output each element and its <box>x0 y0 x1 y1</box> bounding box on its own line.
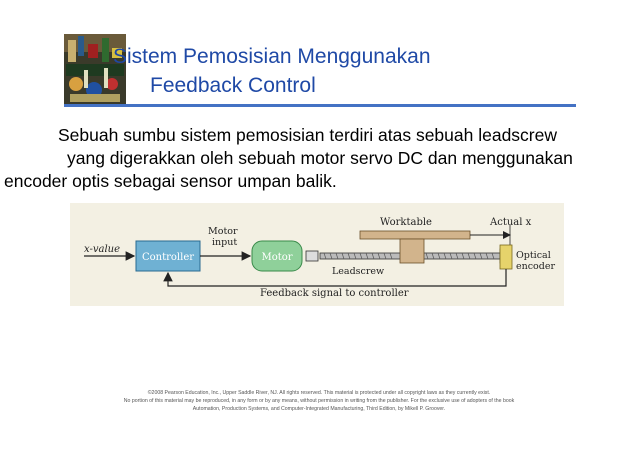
positioning-system-diagram: x-value Controller Motor input Motor <box>70 203 564 306</box>
worktable-plate <box>359 230 471 240</box>
body-line-1: Sebuah sumbu sistem pemosisian terdiri a… <box>58 125 558 145</box>
leadscrew-threads <box>323 252 495 260</box>
title-underline <box>64 104 576 107</box>
worktable-label: Worktable <box>380 217 432 228</box>
slide-title-line1: Sistem Pemosisian Menggunakan <box>113 45 431 68</box>
x-value-label: x-value <box>84 244 120 255</box>
electronics-logo-image <box>64 34 126 106</box>
optical-encoder <box>499 244 513 270</box>
body-line-3: encoder optis sebagai sensor umpan balik… <box>4 171 337 191</box>
copyright-line-1: ©2008 Pearson Education, Inc., Upper Sad… <box>147 390 491 396</box>
motor-input-label-line2: input <box>212 237 237 248</box>
actual-x-label: Actual x <box>489 217 532 228</box>
motor-label: Motor <box>261 252 292 263</box>
feedback-label: Feedback signal to controller <box>260 288 409 299</box>
slide-title-line2: Feedback Control <box>150 74 316 97</box>
coupling <box>305 250 319 262</box>
leadscrew-label: Leadscrew <box>332 266 384 277</box>
controller-label: Controller <box>142 252 194 263</box>
motor-input-label-line1: Motor <box>208 226 238 237</box>
copyright-line-2: No portion of this material may be repro… <box>123 398 515 404</box>
copyright-line-3: Automation, Production Systems, and Comp… <box>192 406 446 412</box>
motor-box <box>251 240 303 272</box>
controller-box <box>135 240 201 272</box>
feedback-loop-arrow <box>163 269 507 287</box>
worktable-nut <box>399 238 425 264</box>
optical-encoder-label-line2: encoder <box>516 261 555 272</box>
optical-encoder-label-line1: Optical <box>516 250 551 261</box>
body-line-2: yang digerakkan oleh sebuah motor servo … <box>67 148 573 168</box>
